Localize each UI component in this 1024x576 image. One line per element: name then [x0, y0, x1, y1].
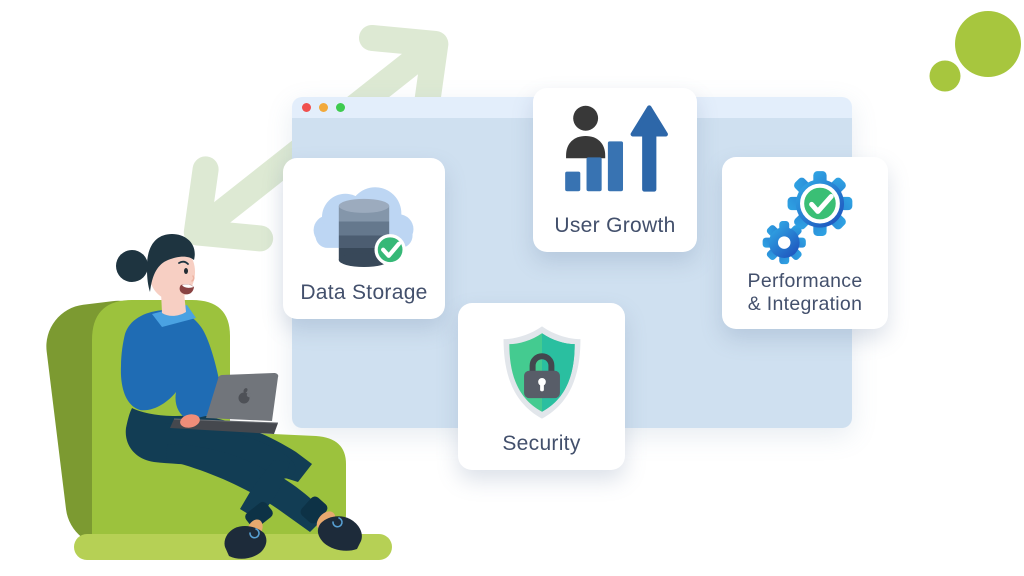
card-label: Performance & Integration — [747, 270, 863, 315]
green-dot-small — [929, 60, 961, 92]
green-dot-large — [955, 11, 1021, 77]
traffic-light-minimize-icon[interactable] — [319, 103, 328, 112]
gears-check-icon — [751, 162, 859, 270]
card-label: User Growth — [554, 214, 676, 238]
shield-lock-icon — [495, 313, 589, 432]
card-label: Data Storage — [300, 281, 428, 305]
cloud-database-check-icon — [308, 168, 420, 281]
feature-card-security[interactable]: Security — [458, 303, 625, 470]
feature-card-performance-integration[interactable]: Performance & Integration — [722, 157, 888, 329]
feature-card-user-growth[interactable]: User Growth — [533, 88, 697, 252]
user-bar-chart-growth-icon — [556, 98, 674, 214]
swirl-decorations — [249, 517, 343, 539]
card-label: Security — [502, 432, 581, 456]
woman — [116, 234, 362, 559]
traffic-light-close-icon[interactable] — [302, 103, 311, 112]
traffic-light-zoom-icon[interactable] — [336, 103, 345, 112]
woman-laptop-illustration — [46, 234, 392, 560]
laptop — [170, 373, 279, 434]
feature-card-data-storage[interactable]: Data Storage — [283, 158, 445, 319]
